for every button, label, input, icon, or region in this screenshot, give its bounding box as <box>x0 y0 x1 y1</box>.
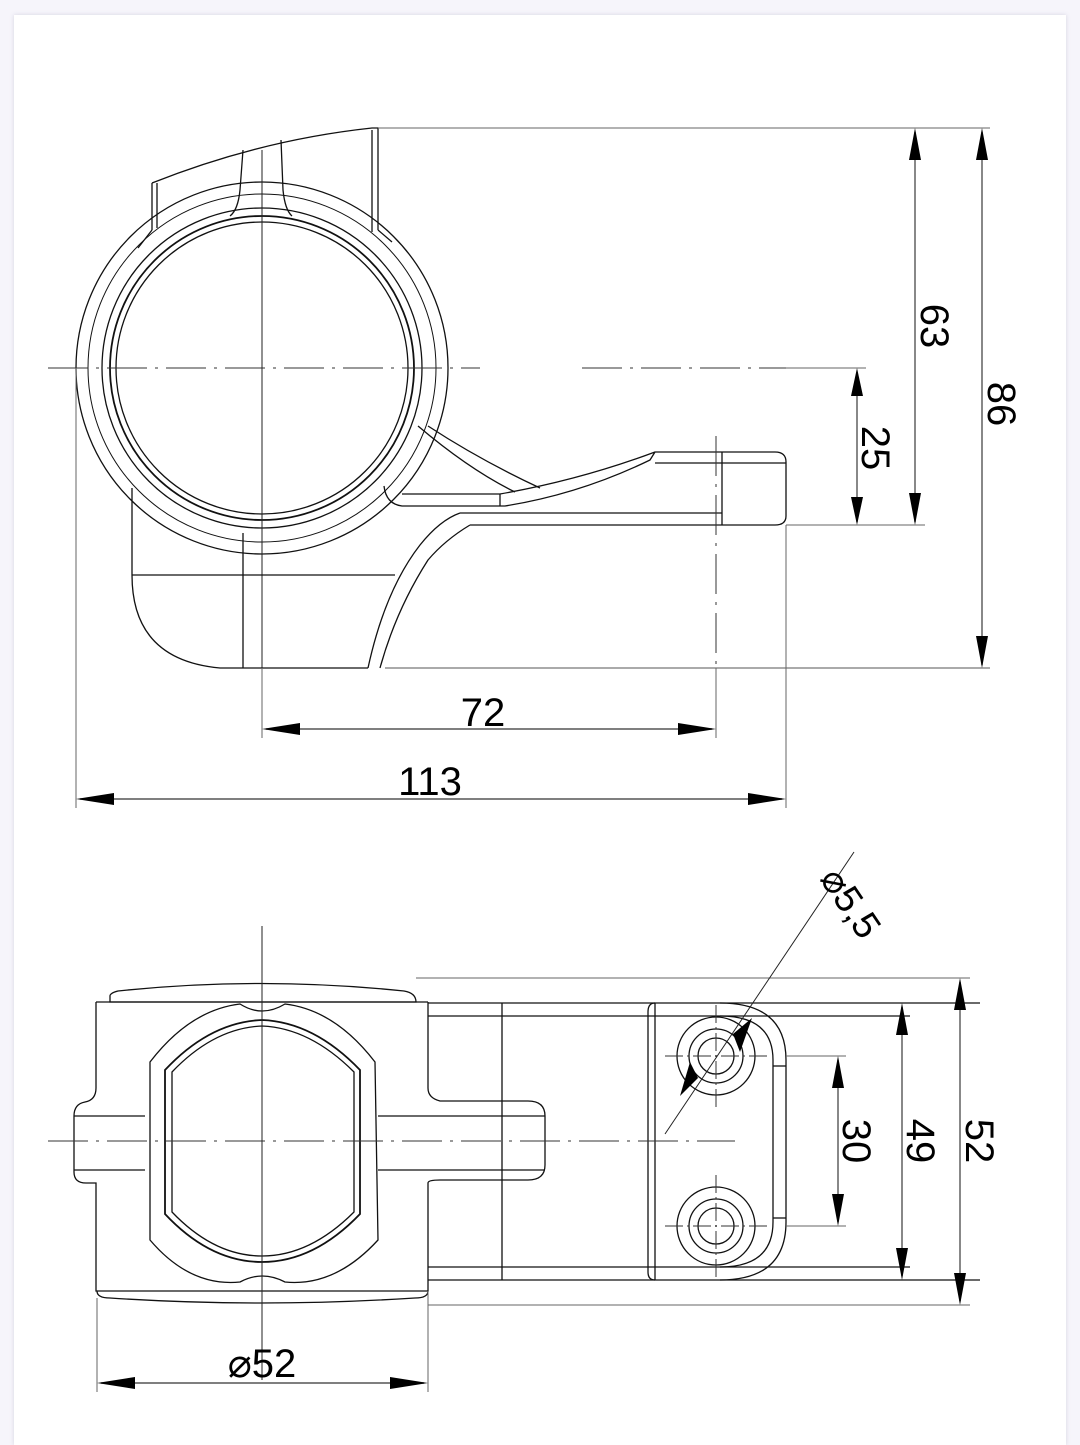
dim-30: 30 <box>834 1119 878 1164</box>
top-view-dimensions: 30 49 52 ⌀5,5 ⌀52 <box>96 851 1001 1392</box>
side-view-dimensions: 63 86 25 72 113 <box>75 127 1023 808</box>
dim-25: 25 <box>853 426 897 471</box>
dim-tube-diameter: ⌀52 <box>228 1342 297 1386</box>
dim-72: 72 <box>461 691 506 735</box>
side-view <box>48 127 990 690</box>
dim-63: 63 <box>912 304 956 349</box>
top-view <box>48 926 980 1380</box>
dim-hole-diameter: ⌀5,5 <box>811 860 888 946</box>
mounting-hole-bottom <box>665 1175 770 1277</box>
dim-49: 49 <box>898 1119 942 1164</box>
drawing-sheet <box>14 15 1066 1445</box>
dim-113: 113 <box>398 760 462 804</box>
dim-52: 52 <box>957 1119 1001 1164</box>
dim-86: 86 <box>979 382 1023 427</box>
mounting-hole-top <box>665 1005 770 1107</box>
